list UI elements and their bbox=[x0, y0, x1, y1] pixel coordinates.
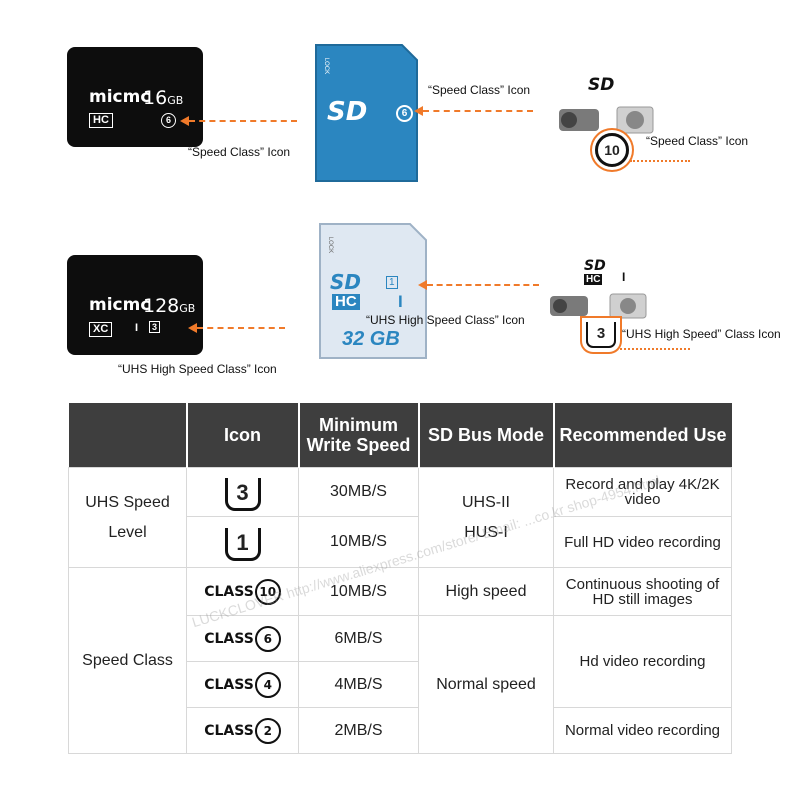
header-bus-mode: SD Bus Mode bbox=[418, 403, 555, 468]
speed-cell: 30MB/S bbox=[298, 467, 419, 517]
header-min-write: Minimum Write Speed bbox=[298, 403, 420, 468]
uhs-mark: 1 bbox=[386, 276, 398, 289]
device-group-2: SD HC I 3 bbox=[548, 258, 658, 358]
speed-cell: 6MB/S bbox=[298, 615, 419, 662]
sd-card-blue: LOCK SD 6 bbox=[314, 43, 419, 183]
table-header-row: Icon Minimum Write Speed SD Bus Mode Rec… bbox=[68, 403, 732, 468]
use-cell: Hd video recording bbox=[553, 615, 732, 708]
sd2-label: “UHS High Speed Class” Icon bbox=[366, 313, 525, 327]
speed-cell: 10MB/S bbox=[298, 516, 419, 568]
arrowhead-icon bbox=[180, 116, 189, 126]
uhs-3-icon: 3 bbox=[224, 477, 261, 511]
bus-normal-cell: Normal speed bbox=[418, 615, 554, 754]
arrowhead-icon bbox=[414, 106, 423, 116]
card-capacity: 128GB bbox=[143, 295, 196, 317]
device-group-1: SD 10 bbox=[555, 75, 665, 175]
card1-label: “Speed Class” Icon bbox=[188, 145, 291, 159]
dotted-arrow bbox=[620, 348, 690, 350]
sd-capacity: 32 GB bbox=[342, 328, 400, 350]
use-cell: Normal video recording bbox=[553, 707, 732, 754]
card-kind: XC bbox=[89, 322, 113, 337]
sd-card-shape bbox=[319, 223, 427, 359]
icon-cell: 1 bbox=[186, 516, 299, 568]
arrowhead-icon bbox=[188, 323, 197, 333]
dashed-arrow bbox=[197, 327, 285, 329]
use-cell: Full HD video recording bbox=[553, 516, 732, 568]
sd-logo: SD bbox=[330, 270, 362, 294]
uhs-roman: I bbox=[622, 270, 626, 284]
camera-icon bbox=[559, 106, 654, 134]
sd-kind: HC bbox=[584, 274, 603, 285]
camera-icon bbox=[550, 293, 647, 319]
uhs-1-icon: 1 bbox=[224, 527, 261, 561]
sd-card-shape bbox=[315, 44, 418, 182]
table-row: 1 10MB/S Full HD video recording bbox=[69, 516, 732, 568]
sd-logo: SD bbox=[588, 75, 615, 95]
header-blank bbox=[68, 403, 188, 468]
sd1-label: “Speed Class” Icon bbox=[428, 83, 531, 97]
microsd-card-16gb: micmc 16GB HC 6 bbox=[67, 47, 203, 147]
lock-text: LOCK bbox=[323, 57, 330, 75]
device2-label: “UHS High Speed” Class Icon bbox=[622, 327, 781, 341]
speed-class-table: Icon Minimum Write Speed SD Bus Mode Rec… bbox=[68, 403, 732, 754]
speed-cell: 4MB/S bbox=[298, 661, 419, 708]
dashed-arrow bbox=[423, 110, 533, 112]
speed-cell: 2MB/S bbox=[298, 707, 419, 754]
uhs-roman: I bbox=[398, 292, 403, 311]
sd-logo: SD bbox=[584, 258, 606, 274]
uhs-3-mark: 3 bbox=[586, 322, 616, 348]
uhs-group-cell: UHS Speed Level bbox=[68, 467, 187, 568]
speed-class-mark: 6 bbox=[396, 105, 413, 122]
header-recommended-use: Recommended Use bbox=[553, 403, 732, 468]
sd-kind: HC bbox=[332, 294, 360, 310]
header-icon: Icon bbox=[186, 403, 300, 468]
card-brand: micmc bbox=[89, 295, 151, 315]
speed-class-10-mark: 10 bbox=[595, 133, 629, 167]
sd-card-32gb: LOCK SD HC 1 I 32 GB bbox=[318, 222, 428, 360]
device1-label: “Speed Class” Icon bbox=[646, 134, 749, 148]
speed-class-group-cell: Speed Class bbox=[68, 567, 187, 754]
card-kind: HC bbox=[89, 113, 113, 128]
microsd-card-128gb: micmc 128GB XC I 3 bbox=[67, 255, 203, 355]
dotted-arrow bbox=[630, 160, 690, 162]
card2-label: “UHS High Speed Class” Icon bbox=[118, 362, 277, 376]
dashed-arrow bbox=[427, 284, 539, 286]
lock-text: LOCK bbox=[327, 236, 334, 254]
bus-high-cell: High speed bbox=[418, 567, 554, 616]
uhs-roman: I bbox=[135, 322, 139, 334]
uhs-mark: 3 bbox=[149, 321, 161, 333]
sd-logo: SD bbox=[327, 97, 368, 127]
card-capacity: 16GB bbox=[143, 87, 184, 109]
use-cell: Record and play 4K/2K video bbox=[553, 467, 732, 517]
card-brand: micmc bbox=[89, 87, 151, 107]
use-cell: Continuous shooting of HD still images bbox=[553, 567, 732, 616]
speed-class-mark: 6 bbox=[161, 113, 176, 128]
icon-cell: 3 bbox=[186, 467, 299, 517]
arrowhead-icon bbox=[418, 280, 427, 290]
dashed-arrow bbox=[189, 120, 297, 122]
